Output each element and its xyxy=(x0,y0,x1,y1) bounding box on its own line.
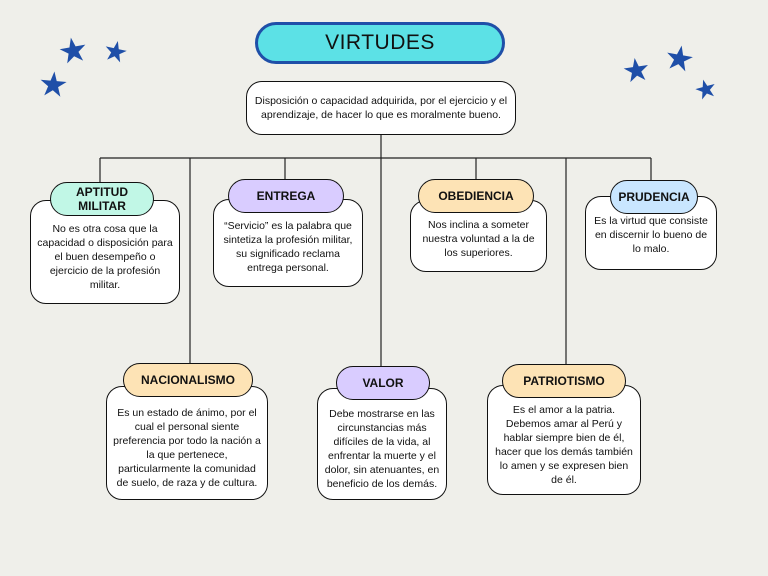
star-icon: ★ xyxy=(660,37,698,81)
entrega-box: “Servicio” es la palabra que sintetiza l… xyxy=(213,199,363,287)
patriotismo-box: Es el amor a la patria. Debemos amar al … xyxy=(487,385,641,495)
prudencia-text: Es la virtud que consiste en discernir l… xyxy=(594,215,708,255)
entrega-text: “Servicio” es la palabra que sintetiza l… xyxy=(223,220,353,274)
definition-text: Disposición o capacidad adquirida, por e… xyxy=(254,95,508,121)
definition-box: Disposición o capacidad adquirida, por e… xyxy=(246,81,516,135)
obediencia-label: OBEDIENCIA xyxy=(418,179,534,213)
star-icon: ★ xyxy=(619,50,654,90)
aptitud-militar-text: No es otra cosa que la capacidad o dispo… xyxy=(37,223,173,291)
diagram-title: VIRTUDES xyxy=(255,22,505,64)
nacionalismo-label: NACIONALISMO xyxy=(123,363,253,397)
patriotismo-text: Es el amor a la patria. Debemos amar al … xyxy=(495,404,633,486)
patriotismo-label: PATRIOTISMO xyxy=(502,364,626,398)
valor-text: Debe mostrarse en las circunstancias más… xyxy=(324,408,440,490)
prudencia-label: PRUDENCIA xyxy=(610,180,698,214)
obediencia-text: Nos inclina a someter nuestra voluntad a… xyxy=(422,219,535,259)
entrega-label: ENTREGA xyxy=(228,179,344,213)
star-icon: ★ xyxy=(36,64,71,106)
star-icon: ★ xyxy=(54,29,92,73)
valor-label: VALOR xyxy=(336,366,430,400)
aptitud-militar-box: No es otra cosa que la capacidad o dispo… xyxy=(30,200,180,304)
nacionalismo-text: Es un estado de ánimo, por el cual el pe… xyxy=(113,407,261,489)
valor-box: Debe mostrarse en las circunstancias más… xyxy=(317,388,447,500)
nacionalismo-box: Es un estado de ánimo, por el cual el pe… xyxy=(106,386,268,500)
aptitud-militar-label: APTITUD MILITAR xyxy=(50,182,154,216)
